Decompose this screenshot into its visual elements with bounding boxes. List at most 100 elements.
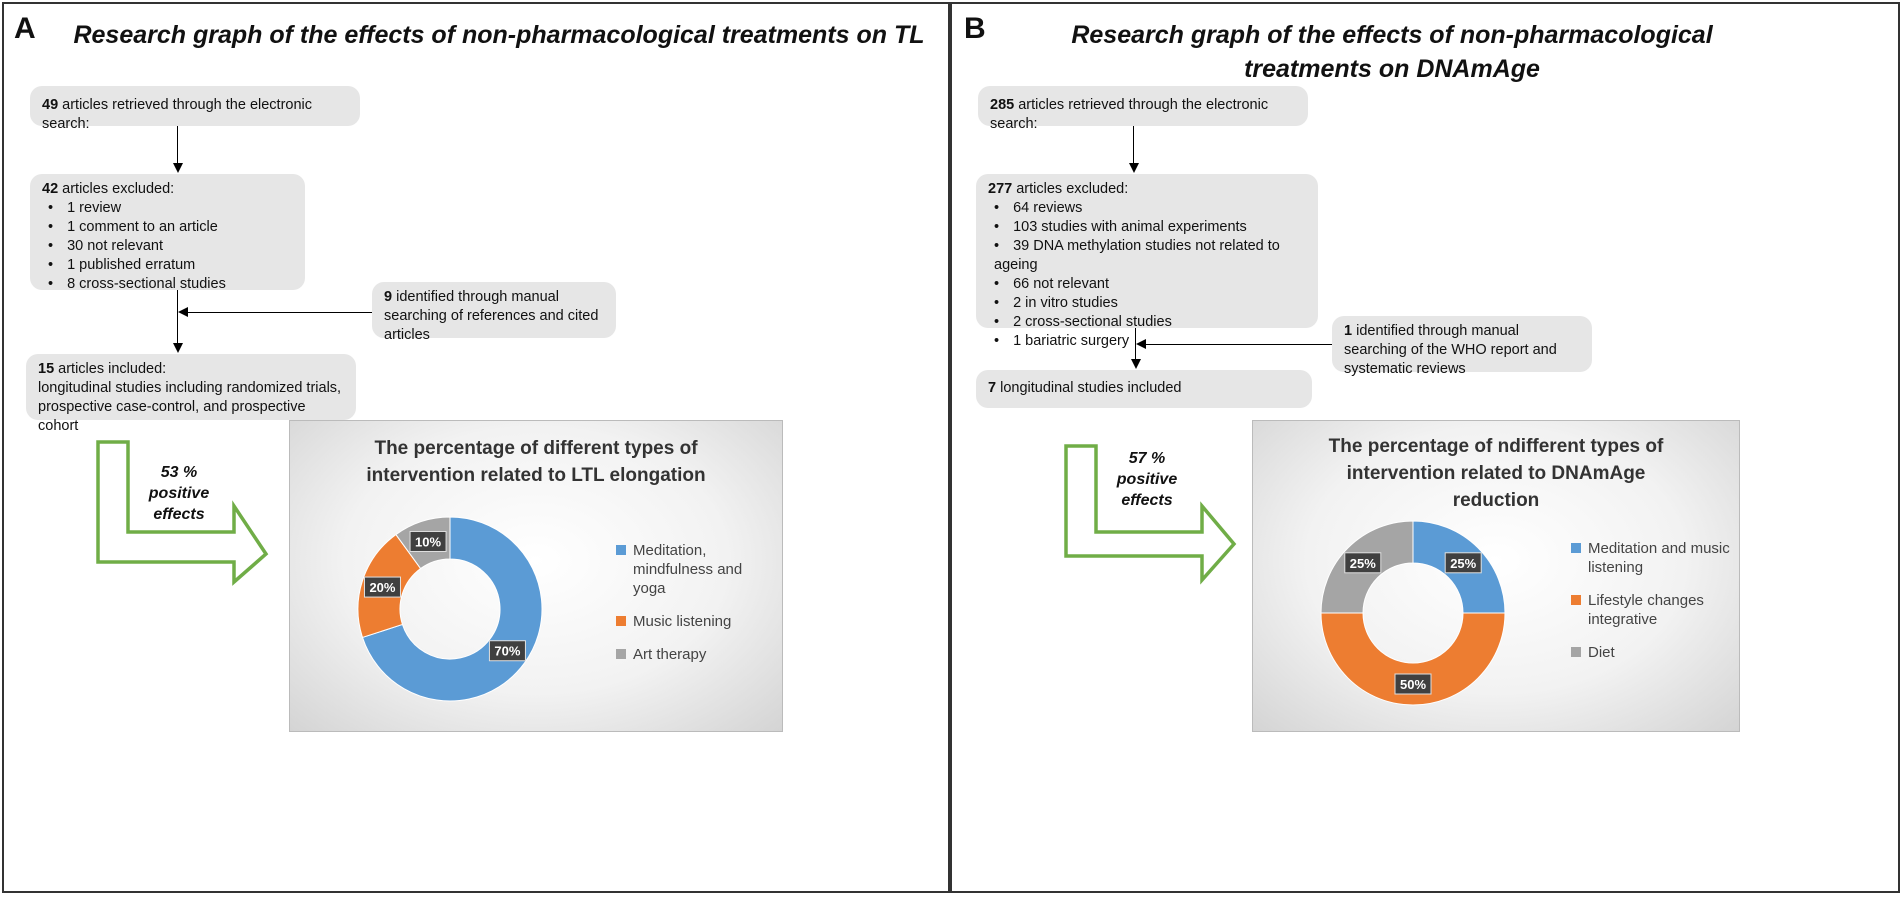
b-positive-arrow-icon: [1064, 444, 1237, 585]
a-legend-label-0: Meditation, mindfulness and yoga: [633, 542, 743, 597]
b-legend-swatch-1: [1571, 595, 1581, 605]
b-positive-line2: positive: [1116, 471, 1178, 488]
panel-a: A Research graph of the effects of non-p…: [2, 2, 950, 893]
a-legend-label-1: Music listening: [633, 613, 732, 630]
a-positive-line3: effects: [153, 506, 205, 523]
b-excluded-list: 64 reviews 103 studies with animal exper…: [988, 199, 1306, 351]
a-manual-count: 9: [384, 289, 393, 305]
b-legend-item-0: Meditation and music listening: [1571, 539, 1731, 577]
b-arrowhead-3: [1136, 339, 1146, 349]
svg-text:50%: 50%: [1400, 677, 1426, 692]
svg-text:25%: 25%: [1350, 556, 1376, 571]
b-chart-area: The percentage of ndifferent types of in…: [1252, 420, 1740, 732]
a-search-text: articles retrieved through the electroni…: [42, 97, 313, 132]
a-legend-swatch-2: [616, 649, 626, 659]
a-search-box: 49 articles retrieved through the electr…: [30, 86, 360, 132]
b-legend-item-2: Diet: [1571, 643, 1731, 662]
a-chart-area: The percentage of different types of int…: [289, 420, 783, 732]
a-connector-1: [177, 126, 178, 164]
b-connector-3: [1145, 344, 1332, 345]
b-search-box: 285 articles retrieved through the elect…: [978, 86, 1308, 132]
a-arrowhead-1: [173, 163, 183, 173]
a-data-label-0: 70%: [488, 640, 526, 662]
b-positive-line3: effects: [1121, 492, 1173, 509]
a-legend-item-0: Meditation, mindfulness and yoga: [616, 541, 776, 598]
panel-b-letter: B: [964, 12, 986, 45]
a-legend-swatch-0: [616, 545, 626, 555]
list-item: 1 review: [48, 199, 293, 218]
a-manual-text: identified through manual searching of r…: [384, 289, 599, 343]
b-positive-pct: 57 %: [1128, 450, 1166, 467]
b-slice-1: [1320, 612, 1506, 706]
a-arrowhead-2: [173, 343, 183, 353]
b-included-text: longitudinal studies included: [996, 380, 1182, 396]
a-excluded-list: 1 review 1 comment to an article 30 not …: [42, 199, 293, 294]
svg-text:25%: 25%: [1450, 556, 1476, 571]
a-legend-label-2: Art therapy: [633, 646, 707, 663]
list-item: 2 in vitro studies: [994, 294, 1306, 313]
b-legend-item-1: Lifestyle changes integrative: [1571, 591, 1731, 629]
a-data-label-1: 20%: [363, 576, 401, 598]
a-donut-chart: 70% 20% 10%: [357, 516, 543, 702]
list-item: 39 DNA methylation studies not related t…: [994, 237, 1306, 275]
a-positive-text: 53 % positive effects: [134, 462, 224, 525]
b-connector-2: [1135, 328, 1136, 360]
list-item: 1 bariatric surgery: [994, 332, 1306, 351]
a-positive-line2: positive: [148, 485, 210, 502]
a-legend-item-1: Music listening: [616, 612, 776, 631]
svg-text:10%: 10%: [415, 534, 441, 549]
b-manual-text: identified through manual searching of t…: [1344, 323, 1557, 377]
a-connector-2: [177, 290, 178, 344]
a-excluded-box: 42 articles excluded: 1 review 1 comment…: [30, 174, 305, 292]
a-included-detail: longitudinal studies including randomize…: [38, 380, 342, 434]
b-manual-box: 1 identified through manual searching of…: [1332, 316, 1592, 377]
a-positive-pct: 53 %: [160, 464, 198, 481]
b-search-text: articles retrieved through the electroni…: [990, 97, 1269, 132]
list-item: 30 not relevant: [48, 237, 293, 256]
list-item: 1 comment to an article: [48, 218, 293, 237]
a-included-count: 15: [38, 361, 55, 377]
b-manual-count: 1: [1344, 323, 1353, 339]
a-manual-box: 9 identified through manual searching of…: [372, 282, 616, 343]
b-legend-label-0: Meditation and music listening: [1588, 540, 1730, 576]
b-legend-label-2: Diet: [1588, 644, 1615, 661]
b-data-label-0: 25%: [1444, 552, 1482, 574]
b-included-box: 7 longitudinal studies included: [976, 370, 1312, 408]
a-arrowhead-3: [178, 307, 188, 317]
list-item: 8 cross-sectional studies: [48, 275, 293, 294]
b-data-label-1: 50%: [1394, 673, 1432, 695]
panel-a-letter: A: [14, 12, 36, 45]
list-item: 64 reviews: [994, 199, 1306, 218]
list-item: 103 studies with animal experiments: [994, 218, 1306, 237]
a-search-count: 49: [42, 97, 59, 113]
b-included-count: 7: [988, 380, 997, 396]
list-item: 2 cross-sectional studies: [994, 313, 1306, 332]
b-legend-label-1: Lifestyle changes integrative: [1588, 592, 1704, 628]
a-excluded-count: 42: [42, 181, 59, 197]
b-legend-swatch-2: [1571, 647, 1581, 657]
a-excluded-text: articles excluded:: [58, 181, 175, 197]
b-arrowhead-2: [1131, 359, 1141, 369]
b-excluded-count: 277: [988, 181, 1013, 197]
panel-a-title: Research graph of the effects of non-pha…: [73, 21, 925, 49]
list-item: 1 published erratum: [48, 256, 293, 275]
a-data-label-2: 10%: [409, 530, 447, 552]
b-chart-title: The percentage of ndifferent types of in…: [1328, 436, 1664, 511]
a-legend-swatch-1: [616, 616, 626, 626]
b-excluded-text: articles excluded:: [1012, 181, 1129, 197]
b-positive-text: 57 % positive effects: [1102, 448, 1192, 511]
a-chart-title: The percentage of different types of int…: [366, 438, 706, 486]
svg-text:70%: 70%: [494, 644, 520, 659]
b-legend-swatch-0: [1571, 543, 1581, 553]
b-excluded-box: 277 articles excluded: 64 reviews 103 st…: [976, 174, 1318, 349]
b-arrowhead-1: [1129, 163, 1139, 173]
a-included-text: articles included:: [54, 361, 167, 377]
panel-b-title: Research graph of the effects of non-pha…: [1071, 21, 1713, 83]
svg-text:20%: 20%: [369, 580, 395, 595]
b-connector-1: [1133, 126, 1134, 164]
a-legend-item-2: Art therapy: [616, 645, 776, 664]
b-donut-chart: 25% 50% 25%: [1320, 520, 1506, 706]
b-search-count: 285: [990, 97, 1015, 113]
